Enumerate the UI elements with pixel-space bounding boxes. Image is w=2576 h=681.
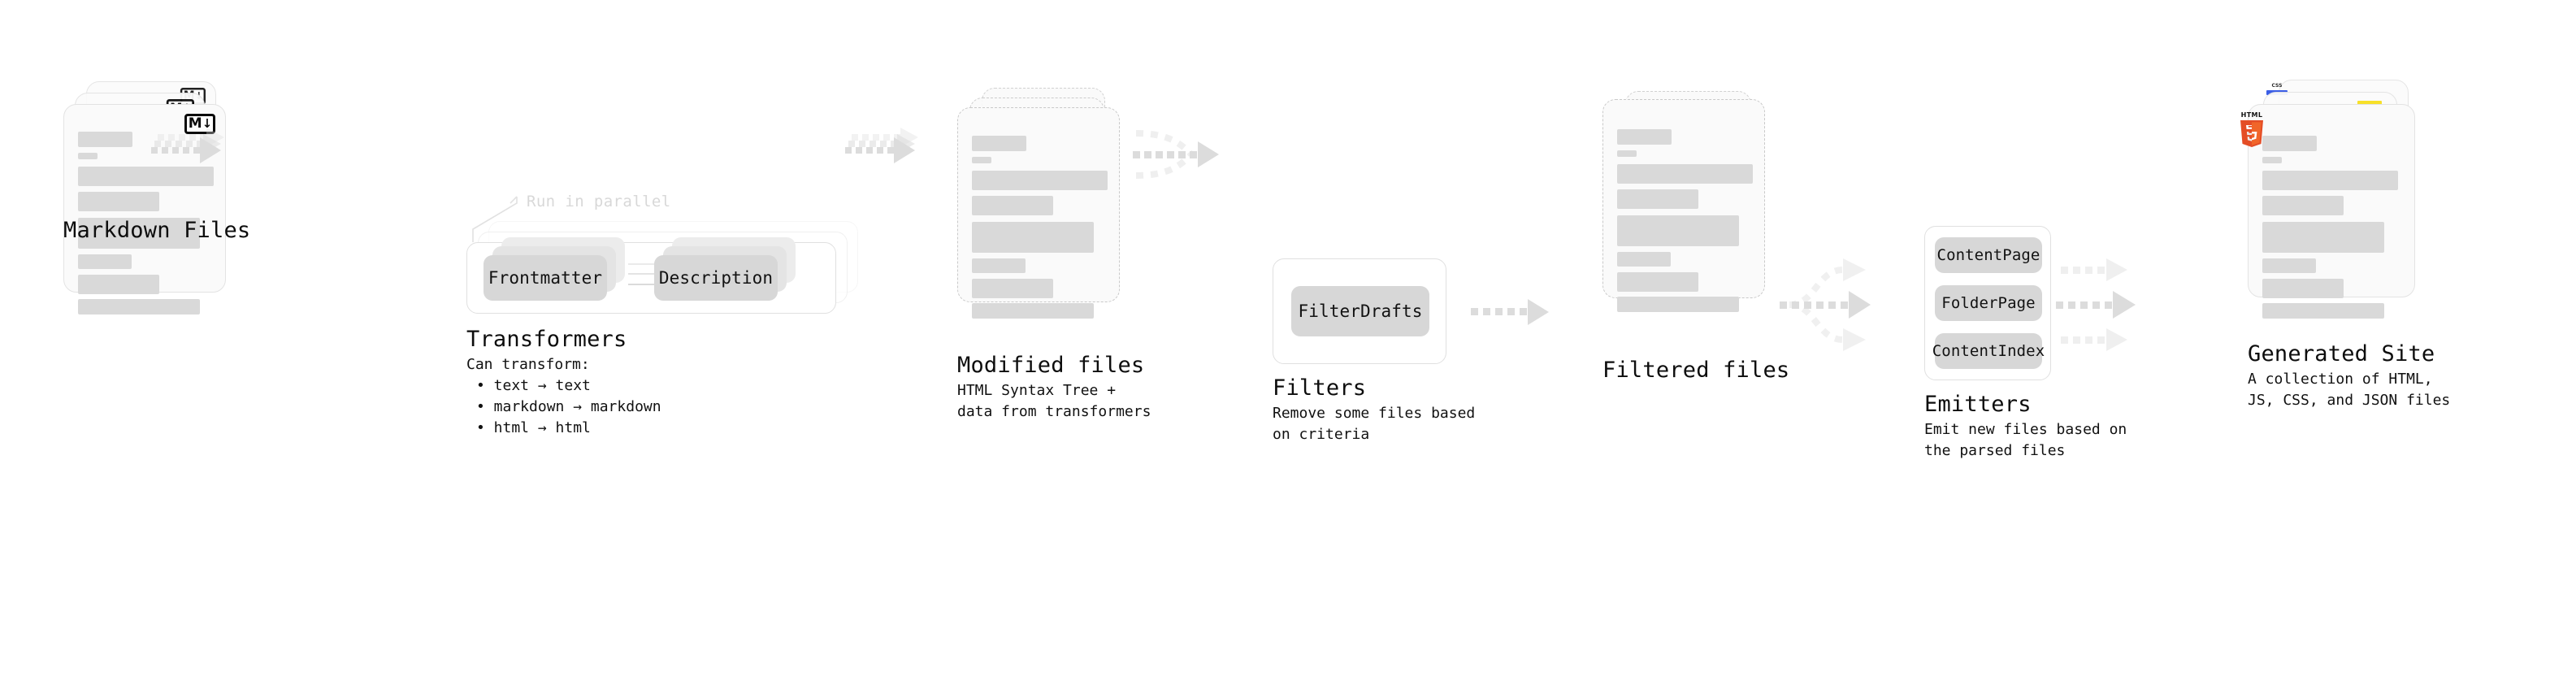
file-line bbox=[1617, 272, 1698, 292]
file-line bbox=[1617, 252, 1671, 267]
stage-title-emitters: Emitters bbox=[1924, 392, 2032, 417]
file-line bbox=[972, 258, 1026, 273]
emitter-pill-contentpage[interactable]: ContentPage bbox=[1935, 237, 2042, 273]
file-line bbox=[972, 303, 1094, 319]
filtered-files-card-stack bbox=[1602, 91, 1765, 312]
filter-pill-label: FilterDrafts bbox=[1298, 301, 1423, 321]
file-line bbox=[78, 254, 132, 269]
file-line bbox=[1617, 129, 1672, 145]
filters-subtitle: Remove some files based on criteria bbox=[1273, 405, 1476, 443]
run-in-parallel-leader bbox=[472, 196, 518, 242]
file-line bbox=[1617, 150, 1637, 157]
transformer-pill-label: Description bbox=[658, 268, 774, 288]
file-line bbox=[1617, 164, 1753, 184]
stage-title-filtered-files: Filtered files bbox=[1602, 358, 1790, 383]
stage-title-generated-site: Generated Site bbox=[2248, 341, 2435, 367]
file-line bbox=[78, 218, 200, 249]
stage-title-modified-files: Modified files bbox=[957, 353, 1145, 378]
transformer-pill-frontmatter[interactable]: Frontmatter bbox=[484, 255, 607, 301]
connector-modified-to-filters bbox=[1133, 130, 1219, 179]
transformers-bullet-0: • text → text bbox=[476, 377, 591, 394]
transformer-pill-description[interactable]: Description bbox=[654, 255, 778, 301]
transformers-box: Frontmatter Description bbox=[466, 237, 836, 314]
file-line bbox=[78, 192, 159, 211]
transformers-bullet-1: • markdown → markdown bbox=[476, 398, 661, 415]
file-line bbox=[2262, 279, 2344, 298]
connector-transformers-to-modified bbox=[845, 128, 918, 163]
connector-emitters-to-site bbox=[2056, 258, 2136, 351]
file-line bbox=[2262, 157, 2282, 163]
file-line bbox=[972, 222, 1094, 253]
file-line bbox=[2262, 171, 2398, 190]
file-line bbox=[2262, 222, 2384, 253]
emitters-subtitle: Emit new files based on the parsed files bbox=[1924, 421, 2127, 459]
file-line bbox=[2262, 196, 2344, 215]
html5-icon: HTML bbox=[2237, 111, 2266, 147]
stage-title-markdown-files: Markdown Files bbox=[63, 218, 251, 243]
connector-filters-to-filtered bbox=[1471, 299, 1549, 325]
file-line bbox=[972, 171, 1108, 190]
file-line bbox=[972, 136, 1026, 151]
generated-site-card-stack: CSS HTML bbox=[2240, 80, 2418, 319]
file-line bbox=[78, 153, 98, 159]
markdown-file-card-front: M↓ bbox=[63, 104, 226, 314]
emitter-pill-label: ContentPage bbox=[1936, 246, 2040, 264]
file-line bbox=[78, 299, 200, 314]
connector-filtered-to-emitters bbox=[1780, 258, 1871, 351]
html5-shield bbox=[2240, 120, 2263, 147]
file-line bbox=[2262, 136, 2317, 151]
file-line bbox=[2262, 303, 2384, 319]
filters-box: FilterDrafts bbox=[1273, 258, 1446, 364]
transformers-bullet-2: • html → html bbox=[476, 419, 591, 436]
markdown-icon: M↓ bbox=[184, 114, 215, 134]
generated-site-card-html: HTML bbox=[2240, 104, 2415, 319]
html5-icon-caption: HTML bbox=[2240, 111, 2263, 119]
file-line bbox=[972, 279, 1053, 298]
modified-files-card-stack bbox=[957, 88, 1120, 319]
run-in-parallel-label: Run in parallel bbox=[527, 193, 671, 210]
file-line bbox=[1617, 189, 1698, 209]
emitter-pill-contentindex[interactable]: ContentIndex bbox=[1932, 333, 2045, 369]
filter-pill-filterdrafts[interactable]: FilterDrafts bbox=[1291, 286, 1429, 336]
transformers-subtitle: Can transform: bbox=[466, 356, 590, 373]
stage-title-transformers: Transformers bbox=[466, 327, 627, 352]
connector-md-to-transformers bbox=[151, 128, 224, 163]
file-line bbox=[78, 167, 214, 186]
emitter-pill-label: ContentIndex bbox=[1932, 342, 2045, 360]
emitter-pill-label: FolderPage bbox=[1941, 294, 2036, 312]
transformer-pill-label: Frontmatter bbox=[488, 268, 603, 288]
emitter-pill-folderpage[interactable]: FolderPage bbox=[1935, 285, 2042, 321]
modified-files-subtitle: HTML Syntax Tree + data from transformer… bbox=[957, 382, 1151, 420]
css-icon-label: CSS bbox=[2271, 83, 2283, 89]
modified-file-card-front bbox=[957, 107, 1120, 319]
file-line bbox=[1617, 297, 1739, 312]
file-line bbox=[972, 196, 1053, 215]
file-line bbox=[972, 157, 991, 163]
generated-site-subtitle: A collection of HTML, JS, CSS, and JSON … bbox=[2248, 371, 2451, 409]
file-line bbox=[78, 275, 159, 294]
emitters-box: ContentPage FolderPage ContentIndex bbox=[1924, 226, 2051, 380]
stage-title-filters: Filters bbox=[1273, 375, 1367, 401]
file-line bbox=[78, 132, 132, 147]
filtered-file-card-front bbox=[1602, 99, 1765, 312]
file-line bbox=[1617, 215, 1739, 246]
markdown-files-card-stack: M↓ M↓ M↓ bbox=[63, 81, 226, 314]
file-line bbox=[2262, 258, 2316, 273]
